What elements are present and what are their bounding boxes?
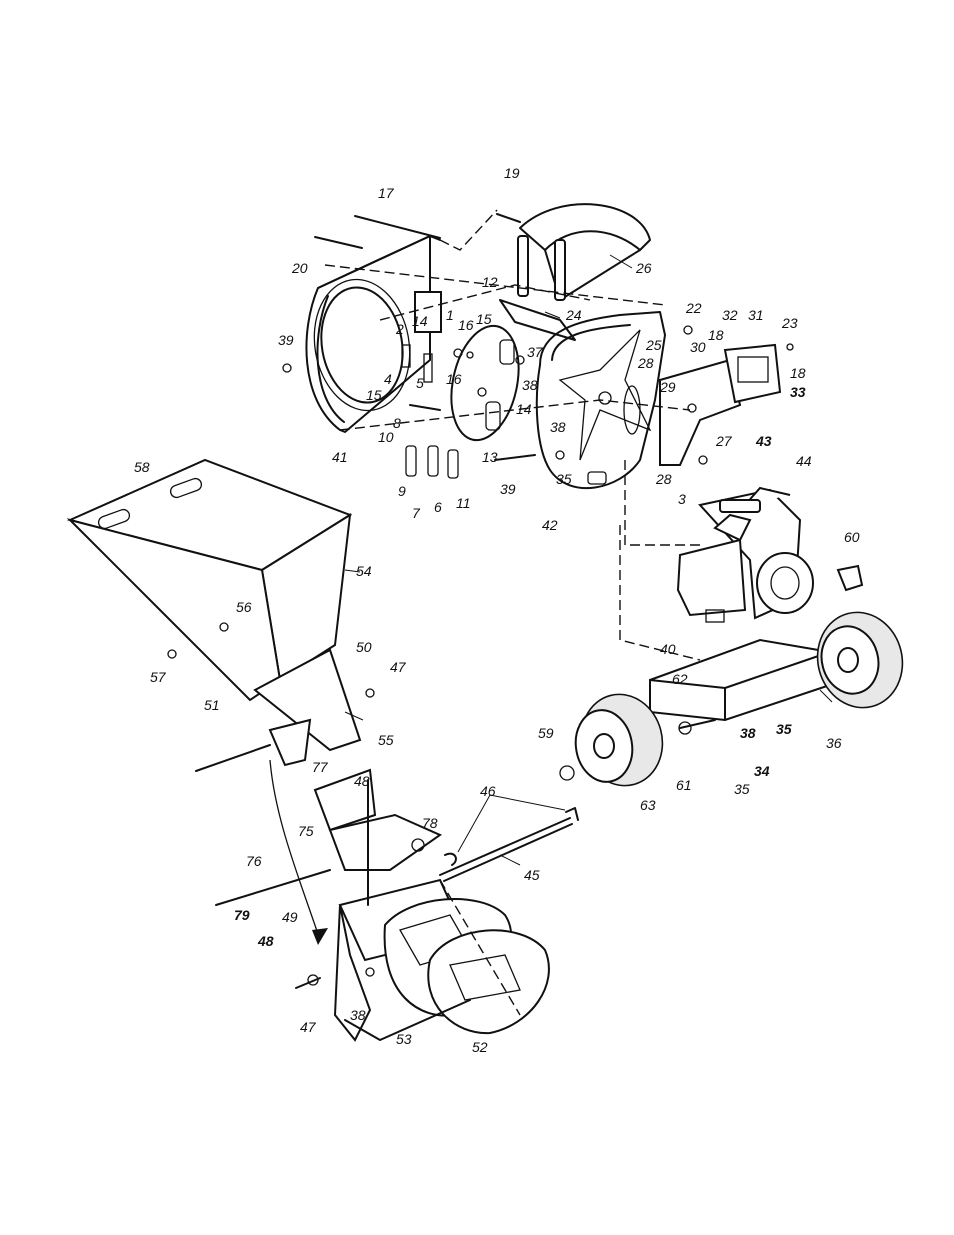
label-27: 27 bbox=[715, 433, 733, 449]
rod-45-46 bbox=[440, 808, 578, 881]
label-5: 5 bbox=[416, 375, 424, 391]
label-45: 45 bbox=[524, 867, 540, 883]
label-48b: 48 bbox=[257, 933, 274, 949]
engine-44 bbox=[678, 488, 862, 622]
label-38b: 38 bbox=[550, 419, 566, 435]
label-47b: 47 bbox=[300, 1019, 317, 1035]
label-23: 23 bbox=[781, 315, 798, 331]
label-22: 22 bbox=[685, 300, 702, 316]
wheel-right bbox=[807, 603, 913, 717]
label-15b: 15 bbox=[366, 387, 382, 403]
label-2: 2 bbox=[395, 321, 404, 337]
label-79: 79 bbox=[234, 907, 250, 923]
label-9: 9 bbox=[398, 483, 406, 499]
label-41: 41 bbox=[332, 449, 348, 465]
label-14b: 14 bbox=[516, 401, 532, 417]
label-54: 54 bbox=[356, 563, 372, 579]
label-46: 46 bbox=[480, 783, 496, 799]
label-61: 61 bbox=[676, 777, 692, 793]
label-63: 63 bbox=[640, 797, 656, 813]
label-24: 24 bbox=[565, 307, 582, 323]
label-39b: 39 bbox=[500, 481, 516, 497]
label-34: 34 bbox=[754, 763, 770, 779]
label-40: 40 bbox=[660, 641, 676, 657]
label-11: 11 bbox=[456, 495, 471, 511]
label-30: 30 bbox=[690, 339, 706, 355]
label-26: 26 bbox=[635, 260, 652, 276]
label-4: 4 bbox=[384, 371, 392, 387]
label-18b: 18 bbox=[790, 365, 806, 381]
label-15a: 15 bbox=[476, 311, 492, 327]
label-51: 51 bbox=[204, 697, 220, 713]
label-48a: 48 bbox=[354, 773, 370, 789]
label-37: 37 bbox=[527, 344, 544, 360]
label-53: 53 bbox=[396, 1031, 412, 1047]
label-42: 42 bbox=[542, 517, 558, 533]
label-60: 60 bbox=[844, 529, 860, 545]
label-19: 19 bbox=[504, 165, 520, 181]
label-36: 36 bbox=[826, 735, 842, 751]
label-33: 33 bbox=[790, 384, 806, 400]
label-57: 57 bbox=[150, 669, 167, 685]
label-31: 31 bbox=[748, 307, 764, 323]
label-8: 8 bbox=[393, 415, 401, 431]
label-3: 3 bbox=[678, 491, 686, 507]
label-38a: 38 bbox=[522, 377, 538, 393]
label-17: 17 bbox=[378, 185, 395, 201]
knife-blade-24 bbox=[500, 300, 575, 340]
label-18a: 18 bbox=[708, 327, 724, 343]
label-47a: 47 bbox=[390, 659, 407, 675]
label-20: 20 bbox=[291, 260, 308, 276]
label-12: 12 bbox=[482, 274, 498, 290]
label-76: 76 bbox=[246, 853, 262, 869]
label-43: 43 bbox=[755, 433, 772, 449]
label-14a: 14 bbox=[412, 313, 428, 329]
label-35a: 35 bbox=[556, 471, 572, 487]
label-59: 59 bbox=[538, 725, 554, 741]
hopper-58-54 bbox=[70, 460, 360, 765]
label-28a: 28 bbox=[637, 355, 654, 371]
label-49: 49 bbox=[282, 909, 298, 925]
label-1: 1 bbox=[446, 307, 454, 323]
label-52: 52 bbox=[472, 1039, 488, 1055]
label-39a: 39 bbox=[278, 332, 294, 348]
label-16b: 16 bbox=[446, 371, 462, 387]
label-28b: 28 bbox=[655, 471, 672, 487]
label-25: 25 bbox=[645, 337, 662, 353]
label-16a: 16 bbox=[458, 317, 474, 333]
label-6: 6 bbox=[434, 499, 442, 515]
label-44: 44 bbox=[796, 453, 812, 469]
label-10: 10 bbox=[378, 429, 394, 445]
label-56: 56 bbox=[236, 599, 252, 615]
label-13: 13 bbox=[482, 449, 498, 465]
label-62: 62 bbox=[672, 671, 688, 687]
label-58: 58 bbox=[134, 459, 150, 475]
label-77: 77 bbox=[312, 759, 329, 775]
label-38c: 38 bbox=[740, 725, 756, 741]
label-78: 78 bbox=[422, 815, 438, 831]
label-32: 32 bbox=[722, 307, 738, 323]
label-50: 50 bbox=[356, 639, 372, 655]
label-38d: 38 bbox=[350, 1007, 366, 1023]
label-7: 7 bbox=[412, 505, 421, 521]
label-35b: 35 bbox=[776, 721, 792, 737]
label-75: 75 bbox=[298, 823, 314, 839]
label-35c: 35 bbox=[734, 781, 750, 797]
label-55: 55 bbox=[378, 732, 394, 748]
label-29: 29 bbox=[659, 379, 676, 395]
